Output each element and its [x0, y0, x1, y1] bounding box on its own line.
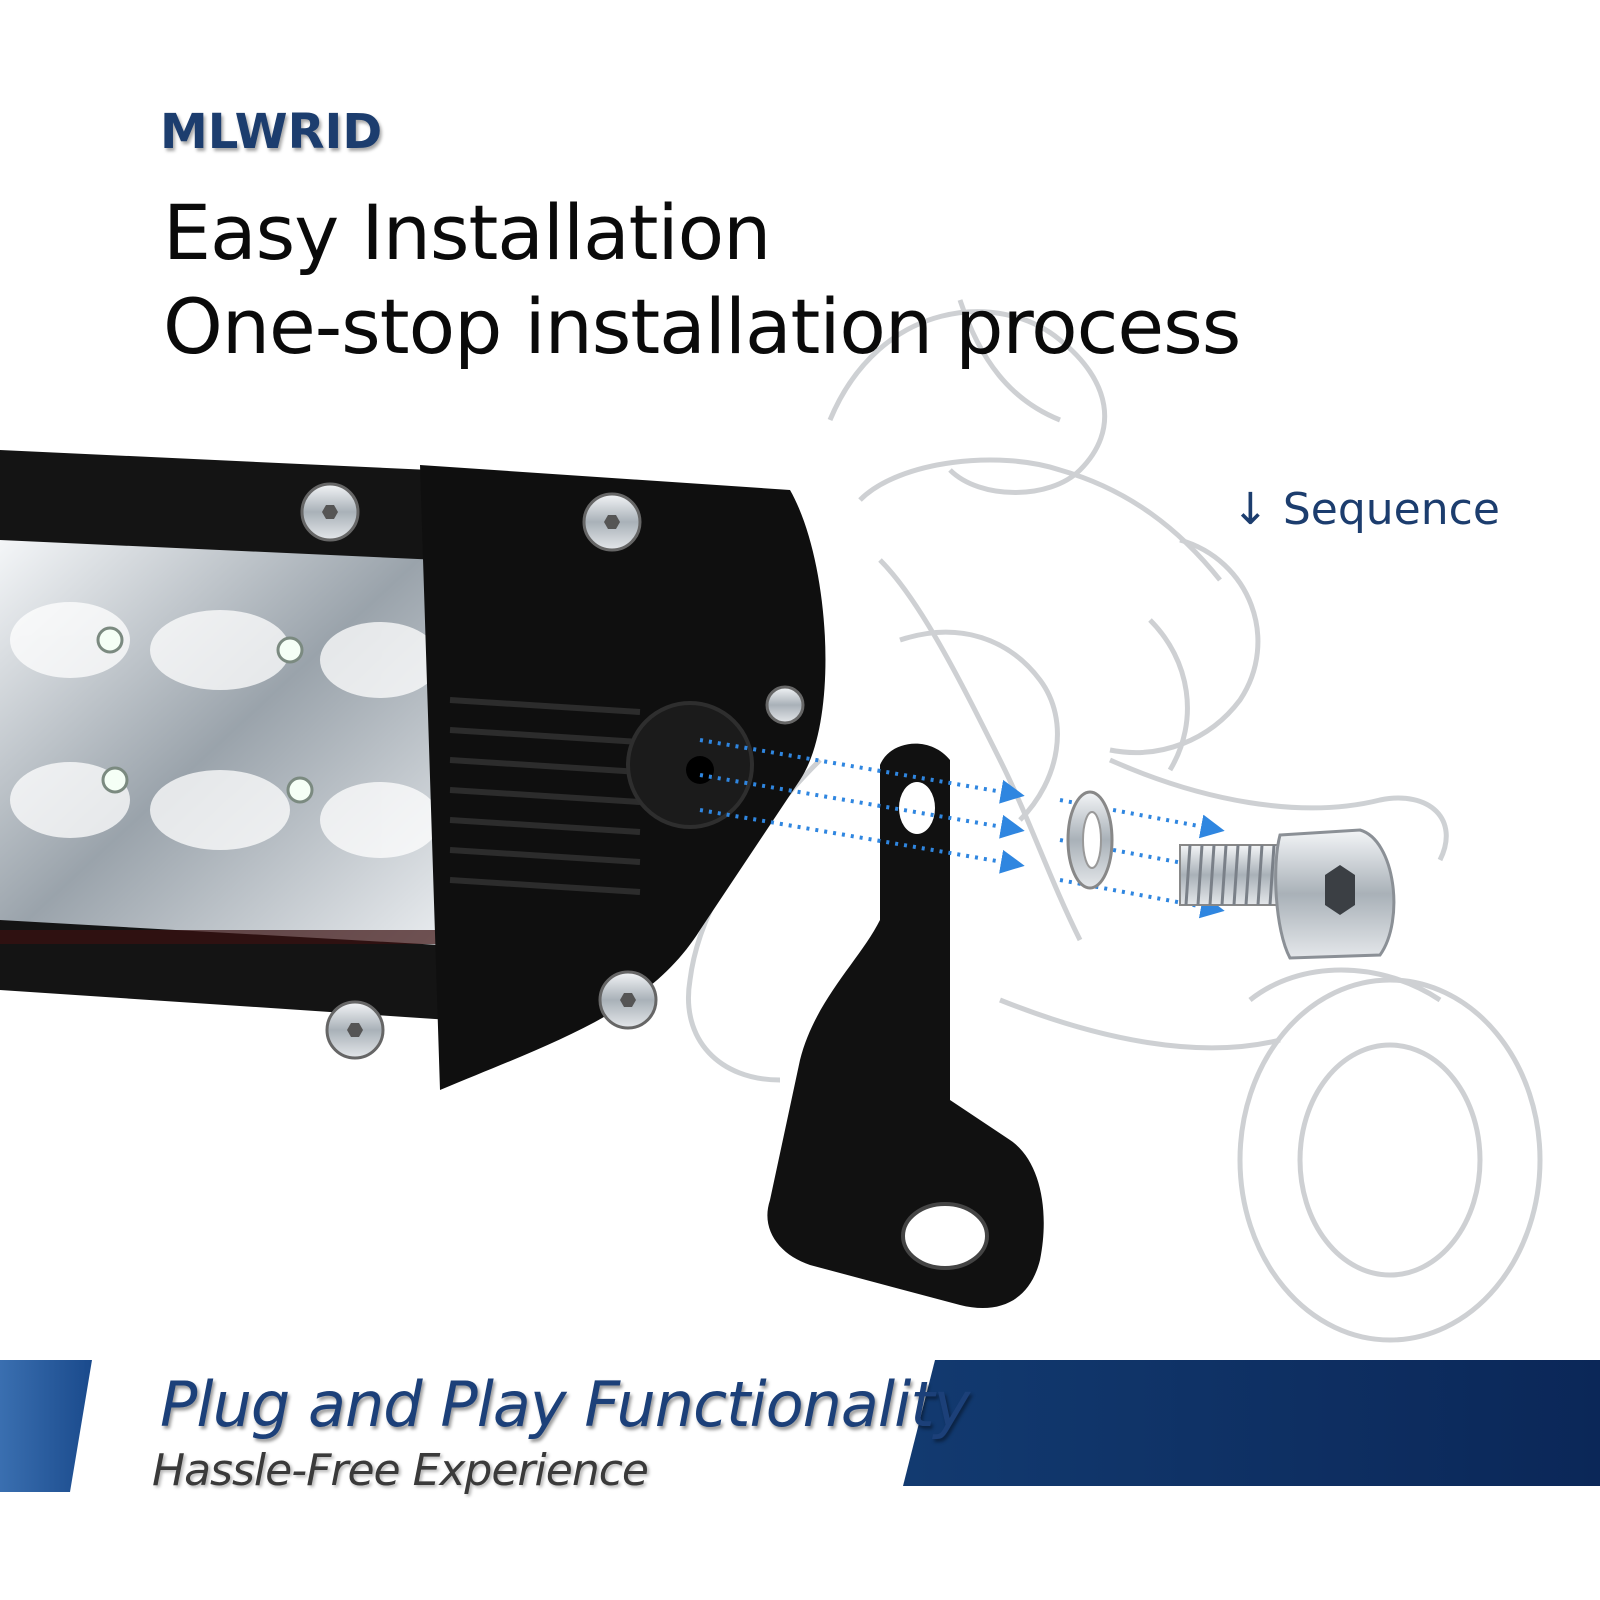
banner-subtitle: Hassle-Free Experience	[152, 1445, 649, 1496]
banner-left-stripe	[0, 1360, 92, 1492]
led-light-bar	[0, 450, 826, 1090]
rubber-grommet	[626, 701, 754, 829]
led-chip	[96, 626, 314, 804]
hex-bolt	[1179, 828, 1396, 960]
mounting-bracket	[767, 743, 1044, 1308]
banner-title: Plug and Play Functionality	[160, 1368, 970, 1441]
banner-right-stripe	[903, 1360, 1600, 1486]
lock-washer	[1066, 790, 1114, 890]
brand-logo: MLWRID	[160, 104, 383, 160]
sequence-label: ↓ Sequence	[1232, 484, 1500, 535]
headline-title: Easy Installation	[163, 188, 771, 277]
motorcycle-sketch	[686, 299, 1543, 1343]
headline-subtitle: One-stop installation process	[163, 282, 1241, 371]
